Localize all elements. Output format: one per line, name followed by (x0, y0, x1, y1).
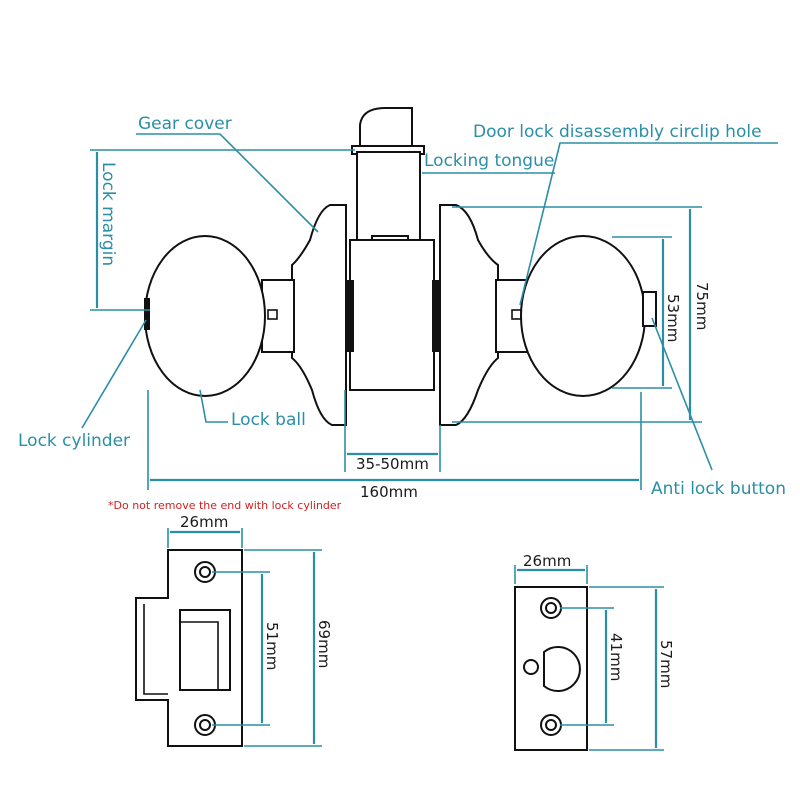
locking-tongue-label: Locking tongue (424, 151, 554, 171)
faceplate-height-dim: 57mm (657, 640, 675, 688)
faceplate: 26mm 41mm 57mm (514, 552, 675, 751)
lock-ball-right (520, 235, 646, 397)
anti-lock-button (642, 291, 657, 327)
knob-diameter-dim: 53mm (664, 294, 682, 342)
locking-tongue (359, 107, 413, 151)
lock-cylinder-slot (144, 298, 150, 330)
lock-ball-left (144, 235, 266, 397)
strike-screw-spacing-dim: 51mm (263, 622, 281, 670)
overall-length-dim: 160mm (360, 483, 418, 501)
faceplate-latch-hole (543, 646, 581, 692)
strike-plate: 26mm 51mm 69mm (135, 513, 333, 747)
lock-body-center (349, 239, 435, 391)
gear-cover-right (439, 204, 499, 426)
neck-left (261, 279, 295, 353)
rose-diameter-dim: 75mm (693, 282, 711, 330)
strike-lip (143, 604, 168, 695)
strike-opening (179, 609, 231, 691)
lock-ball-label: Lock ball (231, 410, 306, 430)
latch-housing (356, 151, 421, 241)
warning-note: *Do not remove the end with lock cylinde… (108, 499, 342, 512)
strike-opening-inner (180, 621, 219, 690)
faceplate-width-dim: 26mm (523, 552, 571, 570)
lock-assembly (144, 107, 657, 426)
right-dimensions: 75mm 53mm Anti lock button (452, 206, 786, 499)
faceplate-pin-hole (523, 659, 539, 675)
strike-height-dim: 69mm (315, 620, 333, 668)
anti-lock-button-label: Anti lock button (651, 479, 786, 499)
lock-cylinder-label: Lock cylinder (18, 431, 130, 451)
gear-cover-left (291, 204, 347, 426)
circlip-hole-left (267, 309, 278, 320)
bottom-dimensions: Lock ball Lock cylinder 35-50mm 160mm *D… (18, 319, 642, 512)
lock-margin-label: Lock margin (98, 162, 118, 266)
gear-cover-label: Gear cover (138, 114, 232, 134)
top-annotations: Lock margin Gear cover Locking tongue Do… (90, 114, 778, 311)
circlip-hole-label: Door lock disassembly circlip hole (473, 122, 762, 142)
spindle-band-left (343, 280, 354, 352)
strike-width-dim: 26mm (180, 513, 228, 531)
spindle-band-right (432, 280, 443, 352)
faceplate-screw-spacing-dim: 41mm (607, 633, 625, 681)
backset-range-dim: 35-50mm (356, 455, 429, 473)
